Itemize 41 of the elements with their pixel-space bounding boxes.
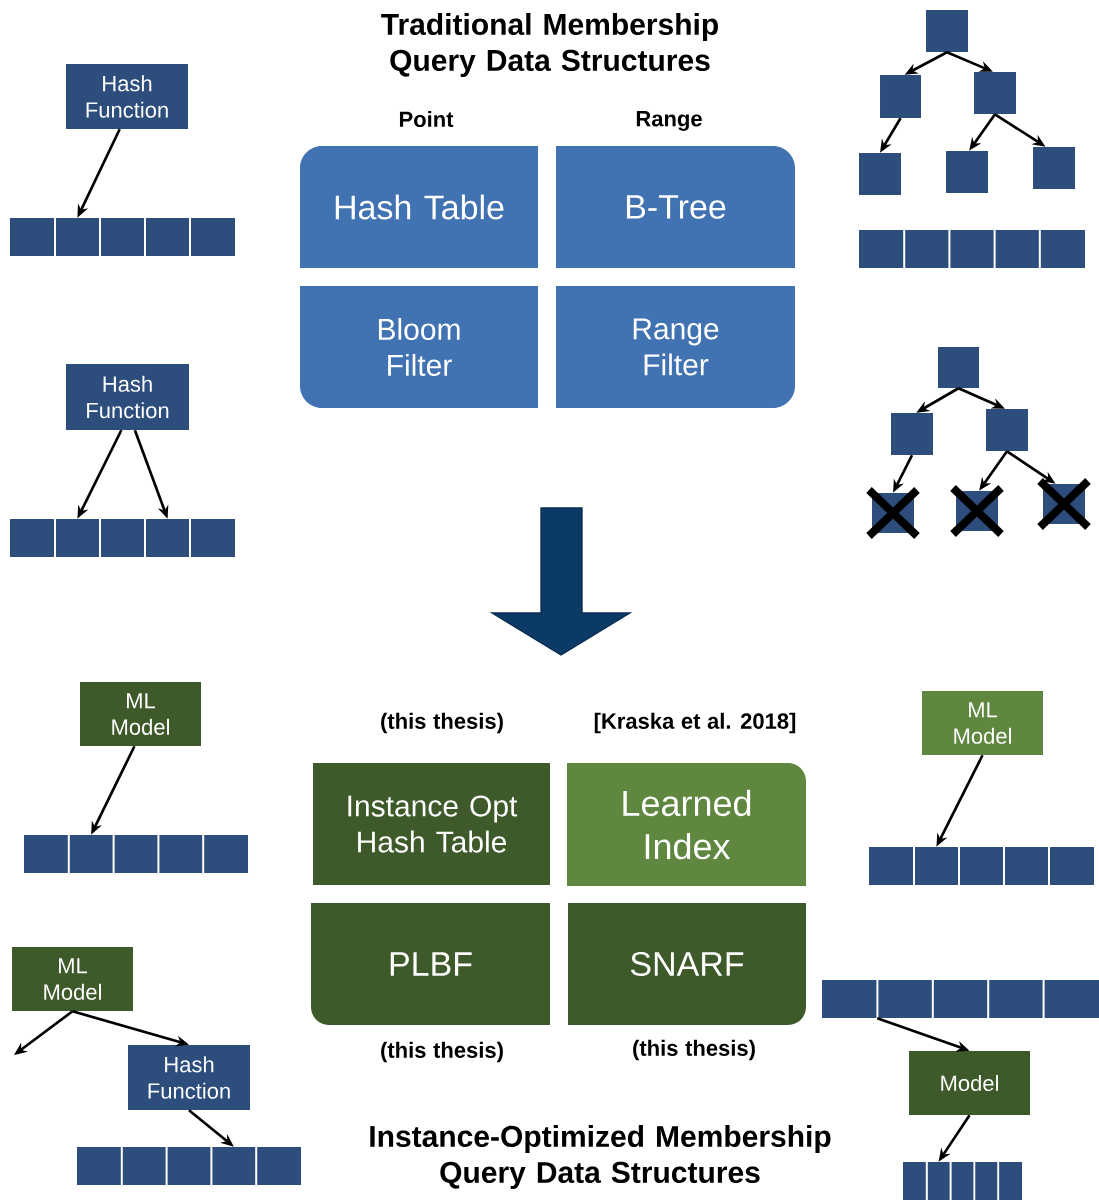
- array-bar: [903, 1161, 1022, 1201]
- structure-cell: Instance Opt Hash Table: [313, 763, 550, 885]
- function-box: ML Model: [12, 947, 133, 1011]
- attribution-note: (this thesis): [633, 1039, 755, 1061]
- crossed-out-box: [865, 486, 921, 540]
- tree-node-box: [926, 10, 968, 52]
- array-bar: [822, 979, 1099, 1019]
- function-box: Hash Function: [66, 364, 189, 430]
- attribution-note: [Kraska et al. 2018]: [594, 712, 796, 734]
- tree-node-box: [974, 72, 1016, 114]
- tree-node-box: [891, 413, 933, 455]
- crossed-out-box: [949, 484, 1005, 538]
- array-bar: [10, 217, 235, 257]
- tree-node-box: [938, 347, 979, 388]
- function-box: Hash Function: [66, 64, 188, 129]
- structure-cell: Learned Index: [567, 763, 806, 886]
- attribution-note: (this thesis): [381, 1041, 503, 1063]
- function-box: ML Model: [80, 682, 201, 746]
- tree-node-box: [880, 75, 921, 118]
- attribution-note: (this thesis): [381, 712, 503, 734]
- array-bar: [10, 518, 235, 558]
- tree-node-box: [946, 151, 988, 193]
- structure-cell: Hash Table: [300, 146, 538, 268]
- array-bar: [859, 229, 1085, 269]
- array-bar: [24, 834, 248, 874]
- function-box: Model: [909, 1051, 1030, 1115]
- function-box: ML Model: [922, 691, 1043, 755]
- structure-cell: B-Tree: [556, 146, 795, 268]
- tree-node-box: [986, 409, 1028, 451]
- structure-cell: Bloom Filter: [300, 286, 538, 408]
- structure-cell: SNARF: [568, 903, 806, 1025]
- title: Traditional Membership Query Data Structures: [381, 13, 718, 77]
- function-box: Hash Function: [128, 1045, 250, 1110]
- crossed-out-box: [1036, 477, 1092, 531]
- caption: Instance-Optimized Membership Query Data Structures: [370, 1125, 831, 1189]
- tree-node-box: [1033, 147, 1075, 189]
- structure-cell: PLBF: [311, 903, 550, 1025]
- tree-node-box: [859, 153, 901, 195]
- array-bar: [77, 1146, 301, 1186]
- array-bar: [869, 846, 1094, 886]
- structure-cell: Range Filter: [556, 286, 795, 408]
